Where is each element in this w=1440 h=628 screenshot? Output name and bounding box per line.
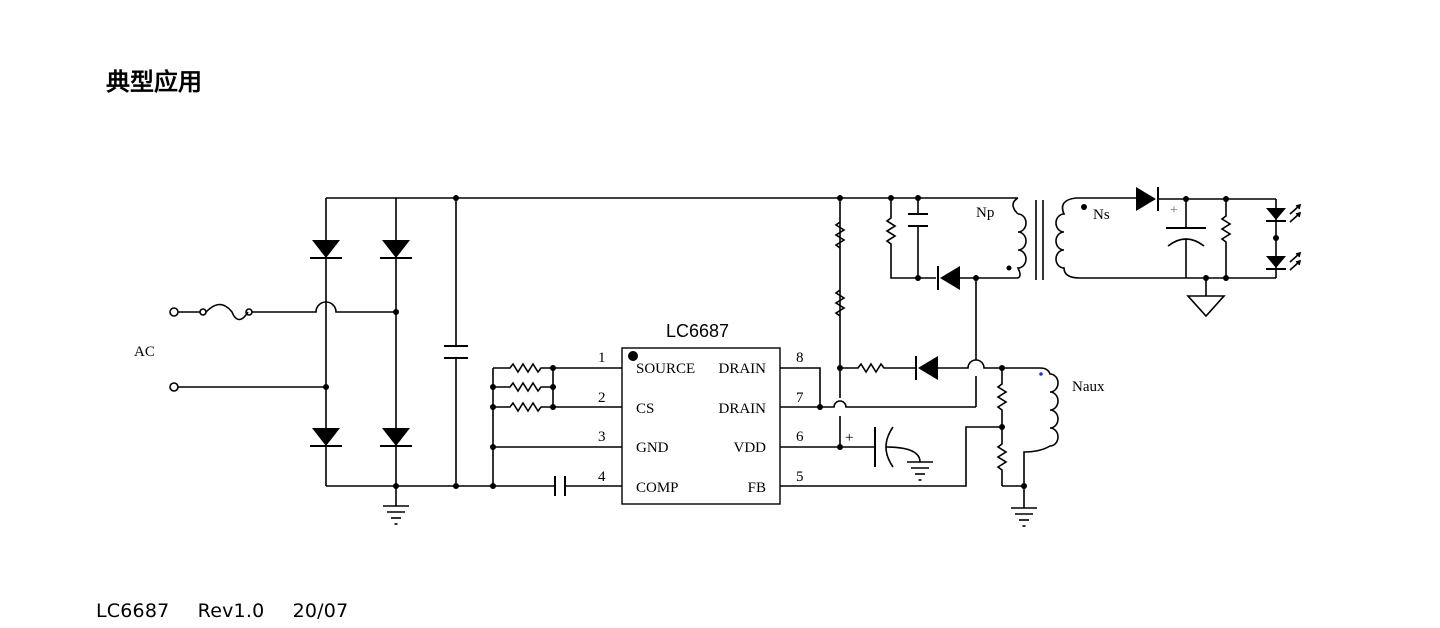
pin5-number: 5 bbox=[796, 469, 804, 485]
sense-resistors bbox=[490, 362, 622, 486]
pin6-name: VDD bbox=[734, 440, 767, 456]
footer-date: 20/07 bbox=[292, 600, 349, 622]
pin7-name: DRAIN bbox=[719, 401, 767, 417]
footer: LC6687 Rev1.0 20/07 bbox=[96, 600, 370, 622]
np-label: Np bbox=[976, 205, 994, 221]
footer-part: LC6687 bbox=[96, 600, 170, 622]
footer-revision: Rev1.0 bbox=[197, 600, 265, 622]
ac-label: AC bbox=[134, 344, 155, 360]
pin2-name: CS bbox=[636, 401, 654, 417]
chip-name: LC6687 bbox=[666, 321, 729, 341]
output-stage: + bbox=[1076, 187, 1302, 318]
ns-label: Ns bbox=[1093, 207, 1110, 223]
bridge-rectifier bbox=[309, 198, 413, 486]
top-rail bbox=[326, 195, 1019, 215]
pin4-number: 4 bbox=[598, 469, 606, 485]
pin4-name: COMP bbox=[636, 480, 679, 496]
pin1-number: 1 bbox=[598, 350, 606, 366]
pin1-marker bbox=[628, 351, 638, 361]
out-cap-plus: + bbox=[1170, 203, 1178, 218]
ic-lc6687: LC6687 SOURCE CS GND COMP DRAIN DRAIN VD… bbox=[598, 321, 804, 505]
pin1-name: SOURCE bbox=[636, 361, 695, 377]
transformer: Ns bbox=[1035, 197, 1110, 280]
pin3-number: 3 bbox=[598, 429, 606, 445]
pin6-number: 6 bbox=[796, 429, 804, 445]
pin5-name: FB bbox=[748, 480, 766, 496]
naux-label: Naux bbox=[1072, 379, 1105, 395]
aux-supply: Naux bbox=[840, 356, 1105, 527]
page-title: 典型应用 bbox=[106, 68, 202, 96]
pin8-number: 8 bbox=[796, 350, 804, 366]
ac-input: AC bbox=[134, 301, 399, 392]
snubber-and-primary: Np bbox=[885, 198, 1027, 407]
bulk-capacitor bbox=[444, 198, 468, 486]
bottom-rail bbox=[326, 476, 622, 525]
vdd-cap-plus: + bbox=[845, 430, 853, 446]
pin8-name: DRAIN bbox=[719, 361, 767, 377]
pin3-name: GND bbox=[636, 440, 669, 456]
ic-right-connections: + bbox=[780, 198, 1002, 487]
pin2-number: 2 bbox=[598, 390, 606, 406]
pin7-number: 7 bbox=[796, 390, 804, 406]
